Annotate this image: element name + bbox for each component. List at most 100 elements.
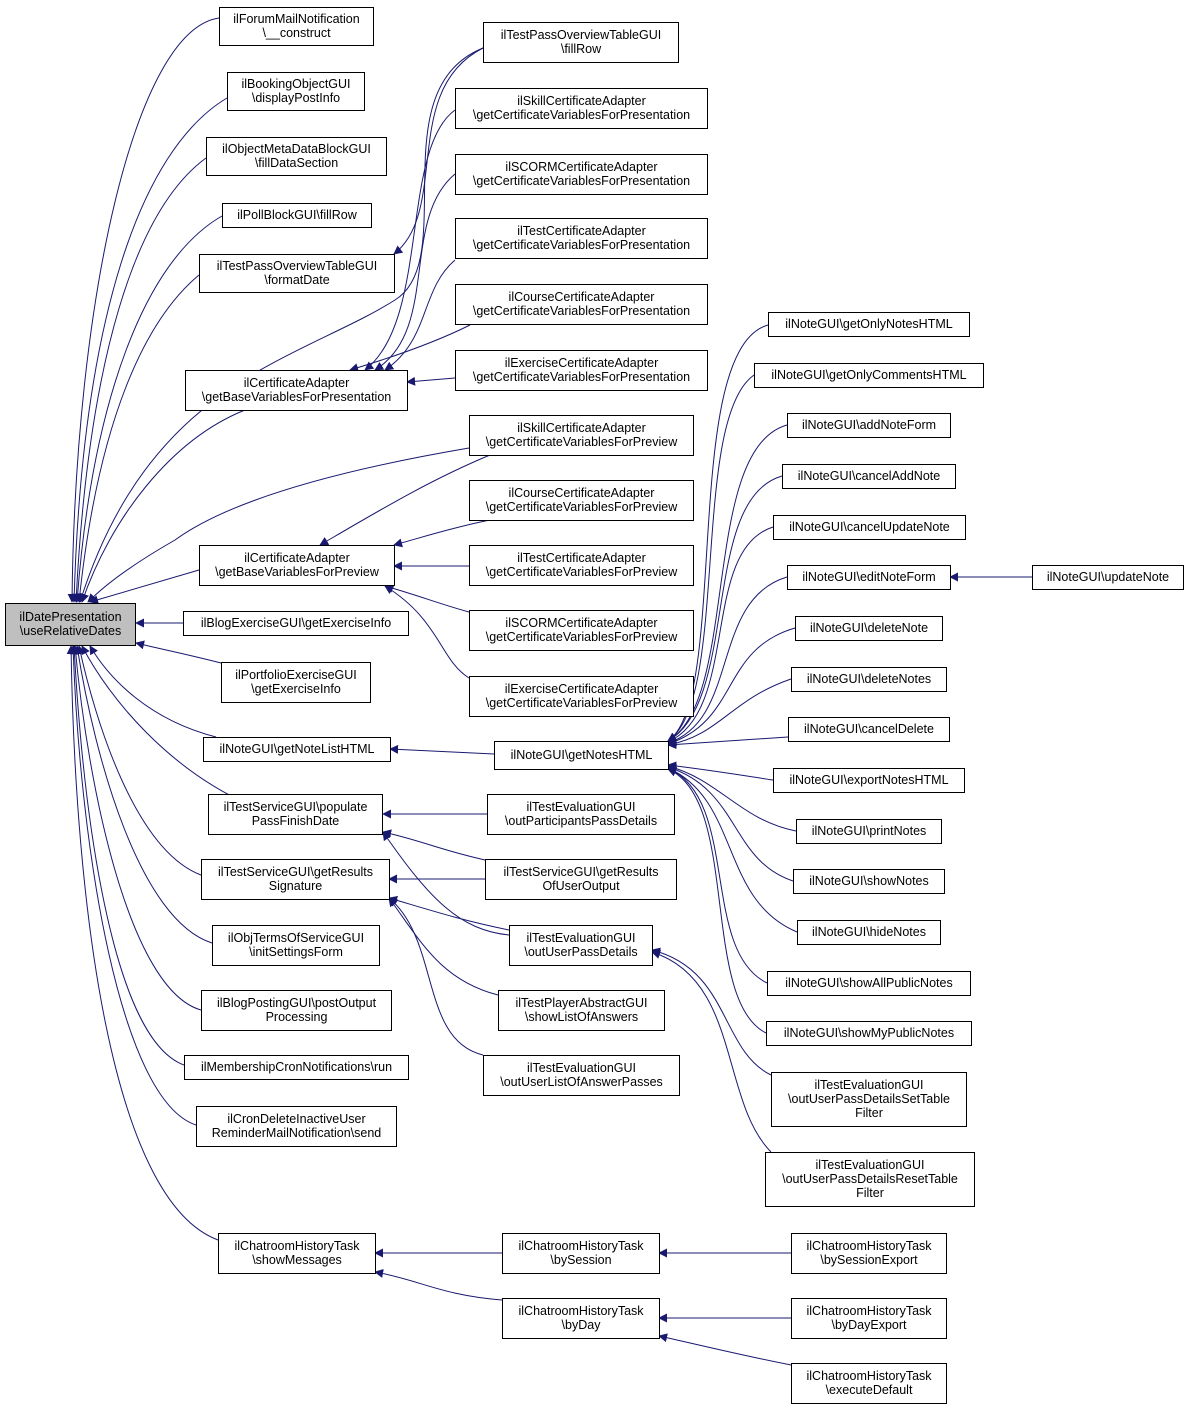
node-tpotFormat[interactable]: ilTestPassOverviewTableGUI\formatDate (199, 254, 395, 293)
edge-scormPres-to-certBasePres (374, 173, 456, 371)
node-chatBySession[interactable]: ilChatroomHistoryTask\bySession (502, 1233, 660, 1274)
node-coursePres[interactable]: ilCourseCertificateAdapter\getCertificat… (455, 284, 708, 325)
node-box (206, 137, 387, 176)
node-playerShow[interactable]: ilTestPlayerAbstractGUI\showListOfAnswer… (498, 990, 665, 1031)
node-label: \getBaseVariablesForPresentation (202, 390, 392, 404)
node-evalSetFilter[interactable]: ilTestEvaluationGUI\outUserPassDetailsSe… (771, 1072, 967, 1127)
node-label: \getCertificateVariablesForPreview (486, 630, 678, 644)
node-label: \byDayExport (831, 1318, 907, 1332)
node-box (221, 662, 371, 703)
node-exportNotes[interactable]: ilNoteGUI\exportNotesHTML (773, 768, 965, 793)
node-testPres[interactable]: ilTestCertificateAdapter\getCertificateV… (455, 218, 708, 259)
node-box (485, 859, 677, 900)
node-onlyComments[interactable]: ilNoteGUI\getOnlyCommentsHTML (754, 363, 984, 388)
node-deleteNote[interactable]: ilNoteGUI\deleteNote (795, 616, 943, 641)
node-cancelAddNote[interactable]: ilNoteGUI\cancelAddNote (782, 464, 956, 489)
node-showMyPublic[interactable]: ilNoteGUI\showMyPublicNotes (766, 1021, 972, 1046)
node-box (791, 1233, 947, 1274)
node-certBasePres[interactable]: ilCertificateAdapter\getBaseVariablesFor… (185, 370, 408, 411)
edge-certBasePrev-to-root (89, 569, 200, 604)
node-chatByDay[interactable]: ilChatroomHistoryTask\byDay (502, 1298, 660, 1339)
node-cronDel[interactable]: ilCronDeleteInactiveUserReminderMailNoti… (196, 1106, 397, 1147)
node-label: \byDay (562, 1318, 602, 1332)
node-blogEx[interactable]: ilBlogExerciseGUI\getExerciseInfo (183, 611, 409, 636)
node-label: ilNoteGUI\hideNotes (812, 925, 926, 939)
node-label: \outParticipantsPassDetails (505, 814, 657, 828)
node-showAllPublic[interactable]: ilNoteGUI\showAllPublicNotes (767, 971, 971, 996)
node-addNoteForm[interactable]: ilNoteGUI\addNoteForm (787, 413, 951, 438)
node-box (787, 565, 951, 590)
node-evalResetFilter[interactable]: ilTestEvaluationGUI\outUserPassDetailsRe… (765, 1152, 975, 1207)
node-cancelDelete[interactable]: ilNoteGUI\cancelDelete (788, 717, 950, 742)
node-forum[interactable]: ilForumMailNotification\__construct (219, 7, 374, 46)
node-chatByDayExport[interactable]: ilChatroomHistoryTask\byDayExport (791, 1298, 947, 1339)
node-label: ilMembershipCronNotifications\run (201, 1060, 392, 1074)
node-box (791, 1363, 947, 1404)
node-scormPrev[interactable]: ilSCORMCertificateAdapter\getCertificate… (469, 610, 694, 651)
node-noteList[interactable]: ilNoteGUI\getNoteListHTML (203, 737, 391, 762)
node-onlyNotes[interactable]: ilNoteGUI\getOnlyNotesHTML (768, 312, 970, 337)
node-box (793, 869, 945, 894)
node-box (791, 1298, 947, 1339)
edge-skillPres-to-certBasePres (364, 109, 456, 371)
node-booking[interactable]: ilBookingObjectGUI\displayPostInfo (227, 72, 365, 111)
node-root[interactable]: ilDatePresentation\useRelativeDates (5, 603, 136, 646)
node-objTerms[interactable]: ilObjTermsOfServiceGUI\initSettingsForm (212, 925, 380, 966)
node-chatExecDefault[interactable]: ilChatroomHistoryTask\executeDefault (791, 1363, 947, 1404)
node-label: ilTestPassOverviewTableGUI (217, 259, 377, 273)
node-skillPrev[interactable]: ilSkillCertificateAdapter\getCertificate… (469, 415, 694, 456)
edge-tpotFill-to-tpotFormat (393, 47, 484, 255)
node-notesHTML[interactable]: ilNoteGUI\getNotesHTML (494, 741, 669, 770)
node-tpotFill[interactable]: ilTestPassOverviewTableGUI\fillRow (483, 22, 679, 63)
node-box (469, 610, 694, 651)
node-hideNotes[interactable]: ilNoteGUI\hideNotes (797, 920, 941, 945)
node-label: \outUserListOfAnswerPasses (500, 1075, 663, 1089)
node-objmeta[interactable]: ilObjectMetaDataBlockGUI\fillDataSection (206, 137, 387, 176)
node-box (227, 72, 365, 111)
node-chatShow[interactable]: ilChatroomHistoryTask\showMessages (218, 1233, 376, 1274)
node-cancelUpdateNote[interactable]: ilNoteGUI\cancelUpdateNote (773, 515, 966, 540)
node-editNoteForm[interactable]: ilNoteGUI\editNoteForm (787, 565, 951, 590)
node-exPres[interactable]: ilExerciseCertificateAdapter\getCertific… (455, 350, 708, 391)
node-box (455, 88, 708, 129)
node-evalUserPass[interactable]: ilTestEvaluationGUI\outUserPassDetails (509, 925, 653, 966)
node-label: ilNoteGUI\updateNote (1047, 570, 1169, 584)
edge-poll-to-root (73, 215, 223, 603)
node-deleteNotes[interactable]: ilNoteGUI\deleteNotes (791, 667, 947, 692)
node-printNotes[interactable]: ilNoteGUI\printNotes (796, 819, 942, 844)
node-box (502, 1298, 660, 1339)
node-updateNote[interactable]: ilNoteGUI\updateNote (1032, 565, 1184, 590)
node-label: ilSCORMCertificateAdapter (505, 160, 657, 174)
node-box (768, 312, 970, 337)
node-label: ilCourseCertificateAdapter (509, 486, 655, 500)
node-evalUserList[interactable]: ilTestEvaluationGUI\outUserListOfAnswerP… (483, 1055, 680, 1096)
edge-exPres-to-certBasePres (406, 376, 456, 386)
node-label: ilBlogPostingGUI\postOutput (217, 996, 377, 1010)
edge-evalUserPass-to-tsPopulate (382, 831, 510, 936)
node-label: ilTestEvaluationGUI (526, 931, 635, 945)
node-evalParticipants[interactable]: ilTestEvaluationGUI\outParticipantsPassD… (487, 794, 675, 835)
node-portEx[interactable]: ilPortfolioExerciseGUI\getExerciseInfo (221, 662, 371, 703)
node-label: Filter (855, 1106, 883, 1120)
node-label: \showMessages (252, 1253, 342, 1267)
node-box (787, 413, 951, 438)
node-box (1032, 565, 1184, 590)
node-skillPres[interactable]: ilSkillCertificateAdapter\getCertificate… (455, 88, 708, 129)
node-certBasePrev[interactable]: ilCertificateAdapter\getBaseVariablesFor… (199, 545, 395, 586)
node-label: \__construct (262, 26, 331, 40)
node-coursePrev[interactable]: ilCourseCertificateAdapter\getCertificat… (469, 480, 694, 521)
node-poll[interactable]: ilPollBlockGUI\fillRow (222, 203, 372, 228)
node-label: ilNoteGUI\deleteNotes (807, 672, 931, 686)
node-scormPres[interactable]: ilSCORMCertificateAdapter\getCertificate… (455, 154, 708, 195)
node-showNotes[interactable]: ilNoteGUI\showNotes (793, 869, 945, 894)
node-label: Filter (856, 1186, 884, 1200)
node-testPrev[interactable]: ilTestCertificateAdapter\getCertificateV… (469, 545, 694, 586)
node-box (5, 603, 136, 646)
node-memCron[interactable]: ilMembershipCronNotifications\run (184, 1055, 409, 1080)
node-chatBySessionExport[interactable]: ilChatroomHistoryTask\bySessionExport (791, 1233, 947, 1274)
node-exPrev[interactable]: ilExerciseCertificateAdapter\getCertific… (469, 676, 694, 717)
